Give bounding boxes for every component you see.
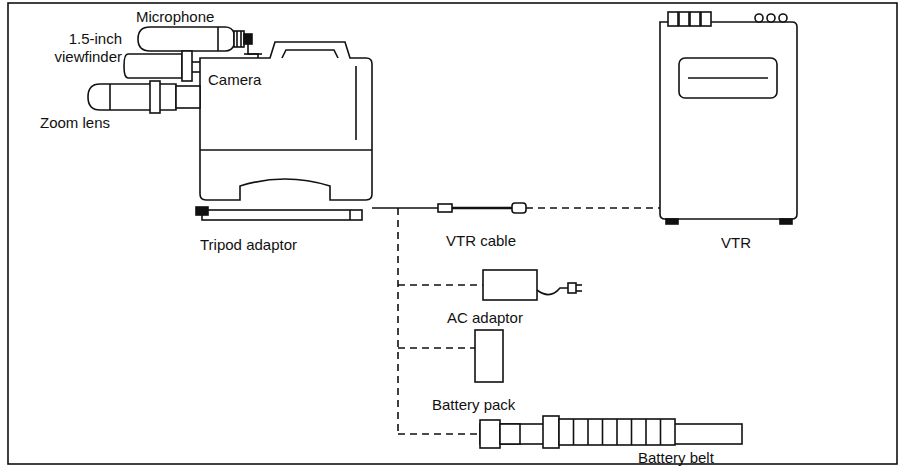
belt-cell-line (660, 419, 662, 445)
part-label: VTR (721, 234, 751, 252)
vtr-drawing (660, 12, 797, 224)
part-label: 1.5-inch viewfinder (44, 30, 122, 66)
belt-cell-line (631, 419, 633, 445)
belt-cell-line (587, 419, 589, 445)
part-label: VTR cable (446, 232, 516, 250)
cable-lines (372, 203, 660, 434)
belt-cell-line (616, 419, 618, 445)
part-label: Battery belt (638, 449, 714, 467)
part-label: Microphone (136, 8, 214, 26)
battery-belt-drawing (480, 416, 742, 448)
frame (8, 3, 897, 464)
part-label: Zoom lens (40, 114, 110, 132)
part-label: Battery pack (432, 396, 515, 414)
part-label: Camera (208, 71, 261, 89)
part-label: Tripod adaptor (200, 236, 297, 254)
belt-cell-lines (574, 419, 661, 445)
part-label: AC adaptor (447, 309, 523, 327)
belt-cell-line (573, 419, 575, 445)
battery-pack-drawing (475, 330, 503, 382)
ac-adaptor-drawing (483, 270, 582, 300)
belt-cell-line (645, 419, 647, 445)
belt-cell-line (602, 419, 604, 445)
camera-drawing (88, 42, 372, 220)
